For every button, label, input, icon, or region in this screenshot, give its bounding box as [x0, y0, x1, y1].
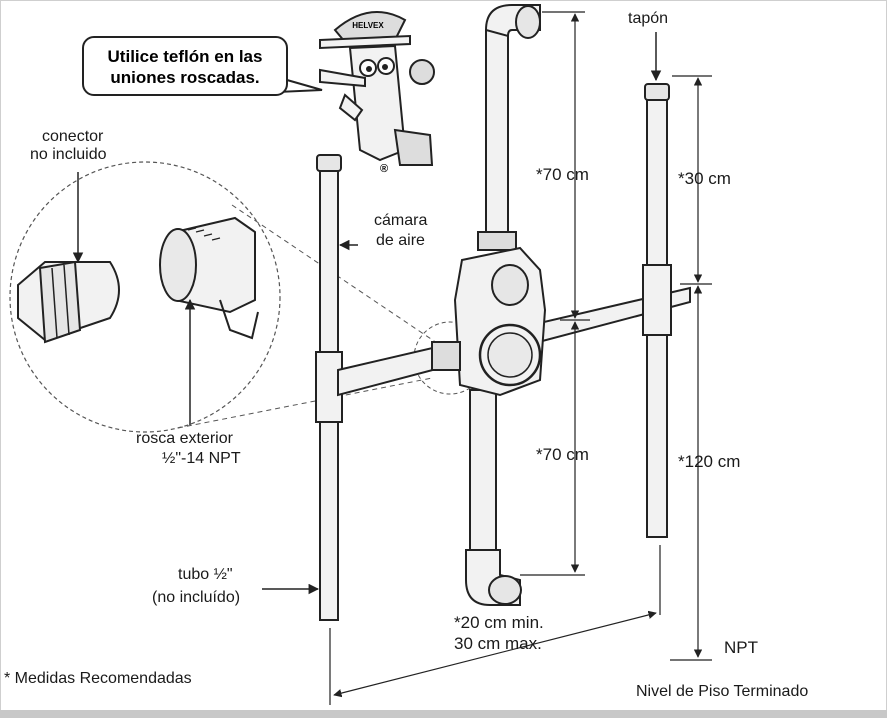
label-nivel-piso: Nivel de Piso Terminado	[636, 683, 809, 700]
dim-cap-30: *30 cm	[678, 169, 731, 188]
mascot-illustration: HELVEX ®	[319, 11, 435, 175]
guide-line-lower	[177, 377, 433, 429]
mascot-cap-text: HELVEX	[352, 21, 384, 30]
label-tapon: tapón	[628, 10, 669, 27]
dimension-lines	[329, 11, 712, 705]
label-conector: conector	[42, 128, 104, 145]
dim-top-70: *70 cm	[536, 165, 589, 184]
label-no-incluido-tubo: (no incluído)	[152, 589, 241, 606]
speech-bubble-line-2: uniones roscadas.	[110, 68, 260, 87]
label-rosca-npt: ½"-14 NPT	[162, 450, 241, 467]
detail-magnifier-circle	[9, 161, 281, 433]
connector-detail	[17, 260, 120, 344]
threaded-fitting-detail	[159, 216, 259, 340]
central-vertical-pipe	[465, 4, 541, 606]
label-no-incluido: no incluido	[30, 146, 107, 163]
valve-body	[431, 246, 547, 397]
label-medidas-recomendadas: * Medidas Recomendadas	[4, 670, 192, 687]
label-rosca-exterior: rosca exterior	[136, 430, 233, 447]
bottom-bar	[0, 710, 887, 718]
dim-bottom-70: *70 cm	[536, 445, 589, 464]
left-air-chamber-pipe	[315, 154, 343, 621]
dim-spacing-min: *20 cm min.	[454, 613, 544, 632]
dim-spacing-max: 30 cm max.	[454, 634, 542, 653]
label-de-aire: de aire	[376, 232, 425, 249]
right-capped-pipe	[642, 83, 672, 538]
speech-bubble: Utilice teflón en las uniones roscadas.	[82, 36, 288, 96]
label-camara: cámara	[374, 212, 428, 229]
label-tubo: tubo ½"	[178, 566, 233, 583]
speech-bubble-line-1: Utilice teflón en las	[107, 47, 263, 66]
label-npt: NPT	[724, 638, 758, 657]
registered-mark: ®	[380, 163, 388, 175]
guide-line-upper	[231, 204, 441, 346]
dim-floor-120: *120 cm	[678, 452, 741, 471]
